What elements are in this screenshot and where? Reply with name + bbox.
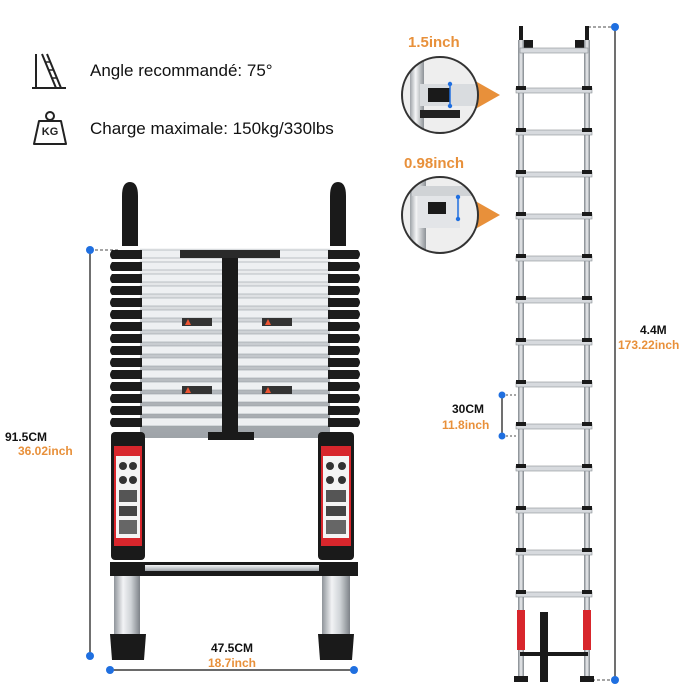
folded-height-metric: 91.5CM bbox=[5, 430, 48, 444]
right-hook bbox=[330, 182, 346, 246]
angle-spec-row: Angle recommandé: 75° bbox=[30, 50, 350, 90]
extended-height-metric: 4.4M bbox=[640, 323, 667, 337]
right-rail bbox=[584, 40, 590, 680]
extended-rungs bbox=[515, 47, 593, 598]
angle-spec-text: Angle recommandé: 75° bbox=[90, 61, 273, 80]
folded-width-imperial: 18.7inch bbox=[207, 656, 257, 670]
rung-spacing-metric: 30CM bbox=[452, 402, 485, 416]
load-spec-row: KG Charge maximale: 150kg/330lbs bbox=[30, 108, 390, 148]
weight-kg-icon bbox=[33, 111, 67, 145]
ladder-angle-icon bbox=[32, 53, 66, 89]
left-stack-ends bbox=[110, 250, 142, 427]
load-spec-text: Charge maximale: 150kg/330lbs bbox=[90, 119, 334, 138]
left-leg bbox=[114, 576, 140, 634]
extended-height-imperial: 173.22inch bbox=[618, 338, 680, 352]
right-stack-ends bbox=[328, 250, 360, 427]
center-strap bbox=[222, 250, 238, 432]
weight-kg-label: KG bbox=[41, 126, 59, 138]
right-foot bbox=[318, 634, 354, 660]
left-hook bbox=[122, 182, 138, 246]
right-leg bbox=[322, 576, 350, 634]
folded-height-imperial: 36.02inch bbox=[18, 444, 73, 458]
rung-width-label: 0.98inch bbox=[404, 155, 465, 172]
rung-depth-label: 1.5inch bbox=[408, 34, 460, 51]
left-foot bbox=[110, 634, 146, 660]
detail-2-ring bbox=[401, 176, 479, 254]
rung-spacing-imperial: 11.8inch bbox=[442, 418, 490, 432]
detail-1-ring bbox=[401, 56, 479, 134]
folded-width-metric: 47.5CM bbox=[210, 641, 254, 655]
left-rail bbox=[518, 40, 524, 680]
